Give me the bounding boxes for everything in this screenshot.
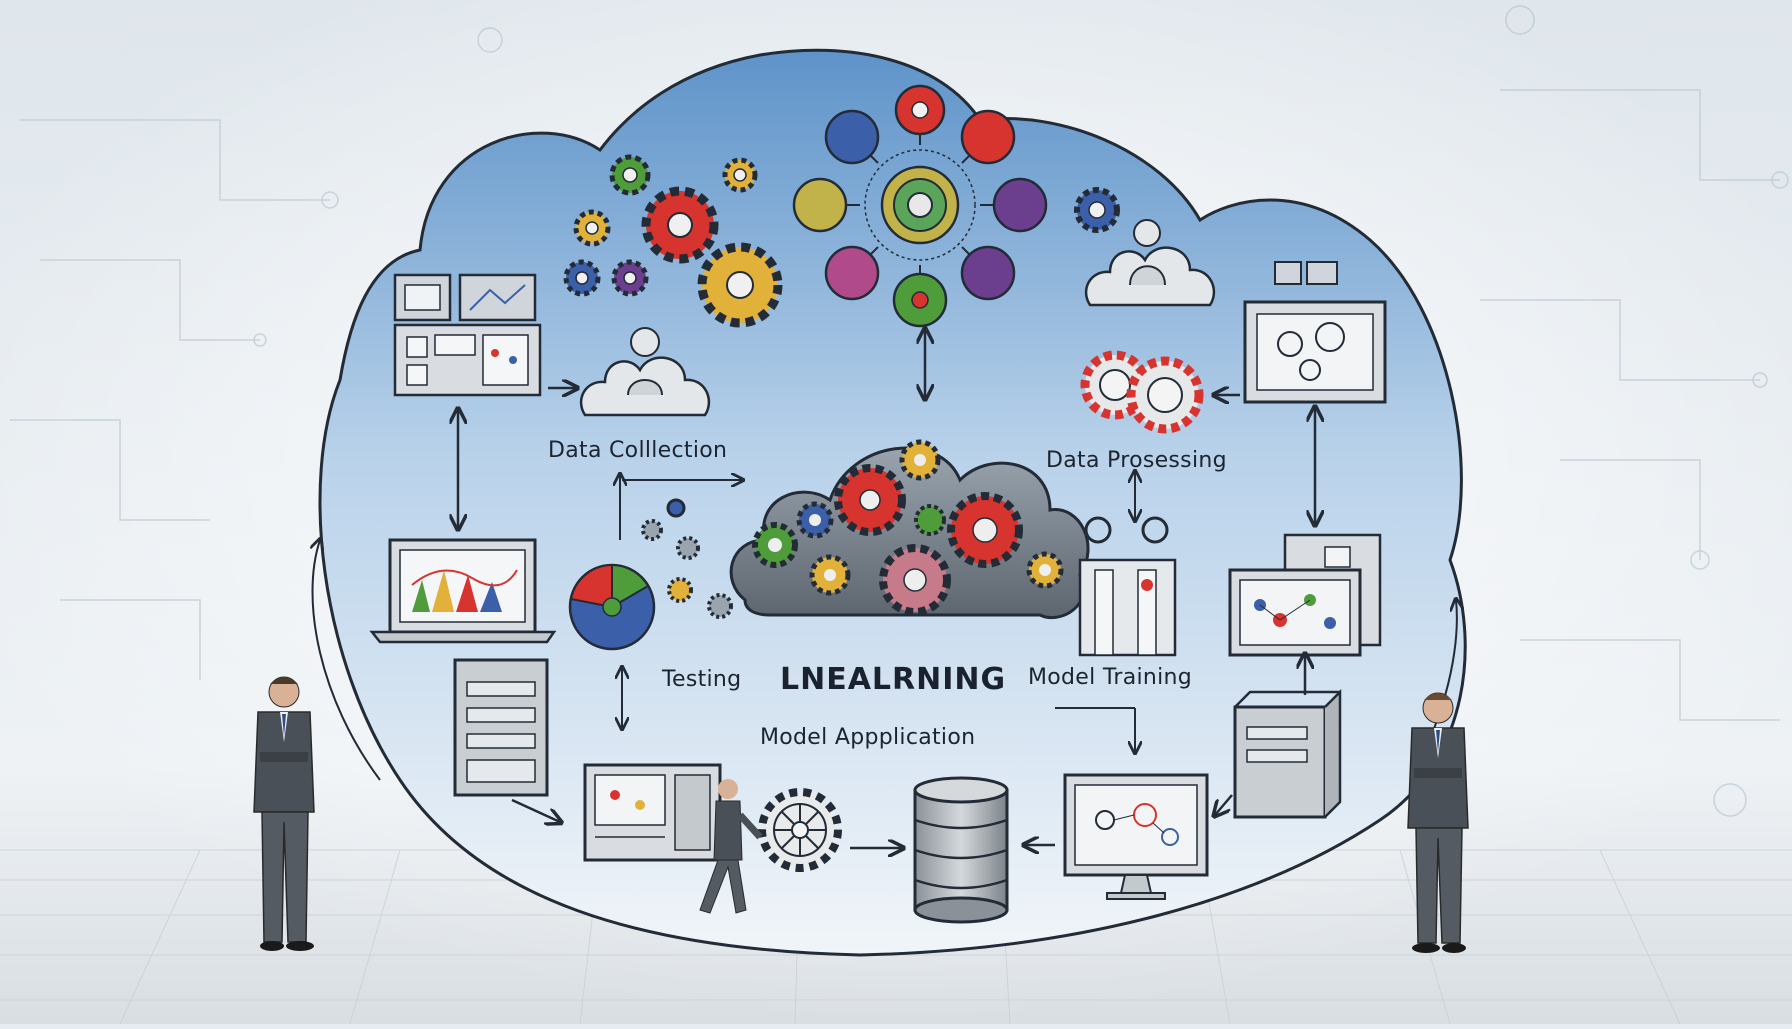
label-data-collection: Data Colllection bbox=[548, 438, 728, 463]
monitor-icon bbox=[1063, 773, 1209, 900]
label-testing: Testing bbox=[662, 667, 742, 692]
dashboard-icon bbox=[583, 763, 722, 862]
hub-network-icon bbox=[792, 84, 1048, 328]
gear-icon bbox=[758, 788, 842, 872]
gear-icon bbox=[1074, 187, 1120, 233]
label-model-application: Model Appplication bbox=[760, 725, 976, 750]
label-center-title: LNEALRNING bbox=[780, 662, 1007, 697]
person-icon bbox=[699, 779, 763, 914]
gear-cluster-icon bbox=[563, 154, 783, 328]
cloud-user-icon bbox=[1084, 219, 1216, 307]
database-icon bbox=[913, 776, 1009, 924]
server-icon bbox=[1233, 688, 1342, 819]
center-gear-cloud bbox=[729, 439, 1090, 620]
dashboard-icon bbox=[369, 538, 557, 644]
person-icon bbox=[1407, 692, 1469, 953]
person-icon bbox=[253, 676, 315, 951]
pie-chart-icon bbox=[568, 563, 656, 651]
server-icon bbox=[1078, 558, 1177, 657]
monitor-icon bbox=[393, 273, 542, 397]
monitor-icon bbox=[1243, 261, 1387, 404]
circuit-pattern bbox=[10, 5, 1789, 817]
label-model-training: Model Training bbox=[1028, 665, 1193, 690]
gear-pair-icon bbox=[1080, 350, 1204, 434]
dashboard-icon bbox=[1228, 533, 1382, 657]
label-data-processing: Data Prosessing bbox=[1046, 448, 1227, 473]
cloud-user-icon bbox=[579, 327, 711, 417]
server-icon bbox=[453, 658, 549, 797]
gear-icon bbox=[641, 498, 733, 619]
